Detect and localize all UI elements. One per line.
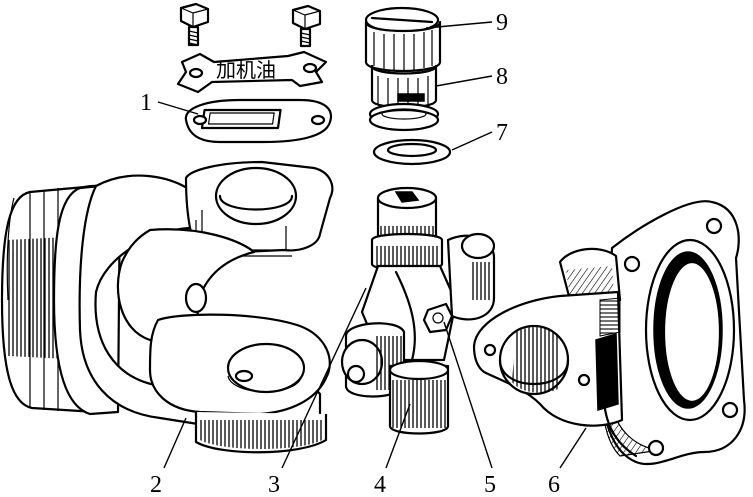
leader-2 bbox=[163, 417, 187, 469]
callout-7: 7 bbox=[496, 120, 508, 146]
gasket-part-1 bbox=[184, 98, 333, 144]
nozzle-part-8 bbox=[368, 64, 440, 132]
oil-plate: 加机油 bbox=[176, 50, 328, 94]
callout-numbers: 1 2 3 4 5 6 7 8 9 bbox=[140, 10, 560, 497]
leader-4 bbox=[385, 403, 411, 469]
callout-5: 5 bbox=[484, 472, 496, 497]
callout-6: 6 bbox=[548, 472, 560, 497]
oil-cap-part-9 bbox=[364, 6, 442, 73]
leader-1 bbox=[157, 101, 199, 115]
leader-lines bbox=[157, 21, 587, 469]
leader-3 bbox=[281, 287, 367, 469]
callout-1: 1 bbox=[140, 90, 152, 116]
flange-yoke-part-6 bbox=[472, 200, 746, 466]
callout-8: 8 bbox=[496, 64, 508, 90]
plate-label-oil: 加机油 bbox=[216, 58, 276, 82]
callout-4: 4 bbox=[374, 472, 386, 497]
callout-9: 9 bbox=[496, 10, 508, 36]
callout-3: 3 bbox=[268, 472, 280, 497]
leader-8 bbox=[435, 75, 493, 87]
callout-2: 2 bbox=[150, 472, 162, 497]
cross-part-4 bbox=[340, 186, 496, 435]
leader-9 bbox=[425, 21, 493, 29]
leader-6 bbox=[559, 427, 587, 469]
leader-5 bbox=[443, 321, 493, 469]
washer-part-7 bbox=[372, 138, 452, 166]
leader-7 bbox=[451, 131, 493, 151]
bolt-left bbox=[179, 2, 210, 47]
yoke-part-2 bbox=[0, 160, 334, 454]
bolt-right bbox=[291, 4, 322, 48]
